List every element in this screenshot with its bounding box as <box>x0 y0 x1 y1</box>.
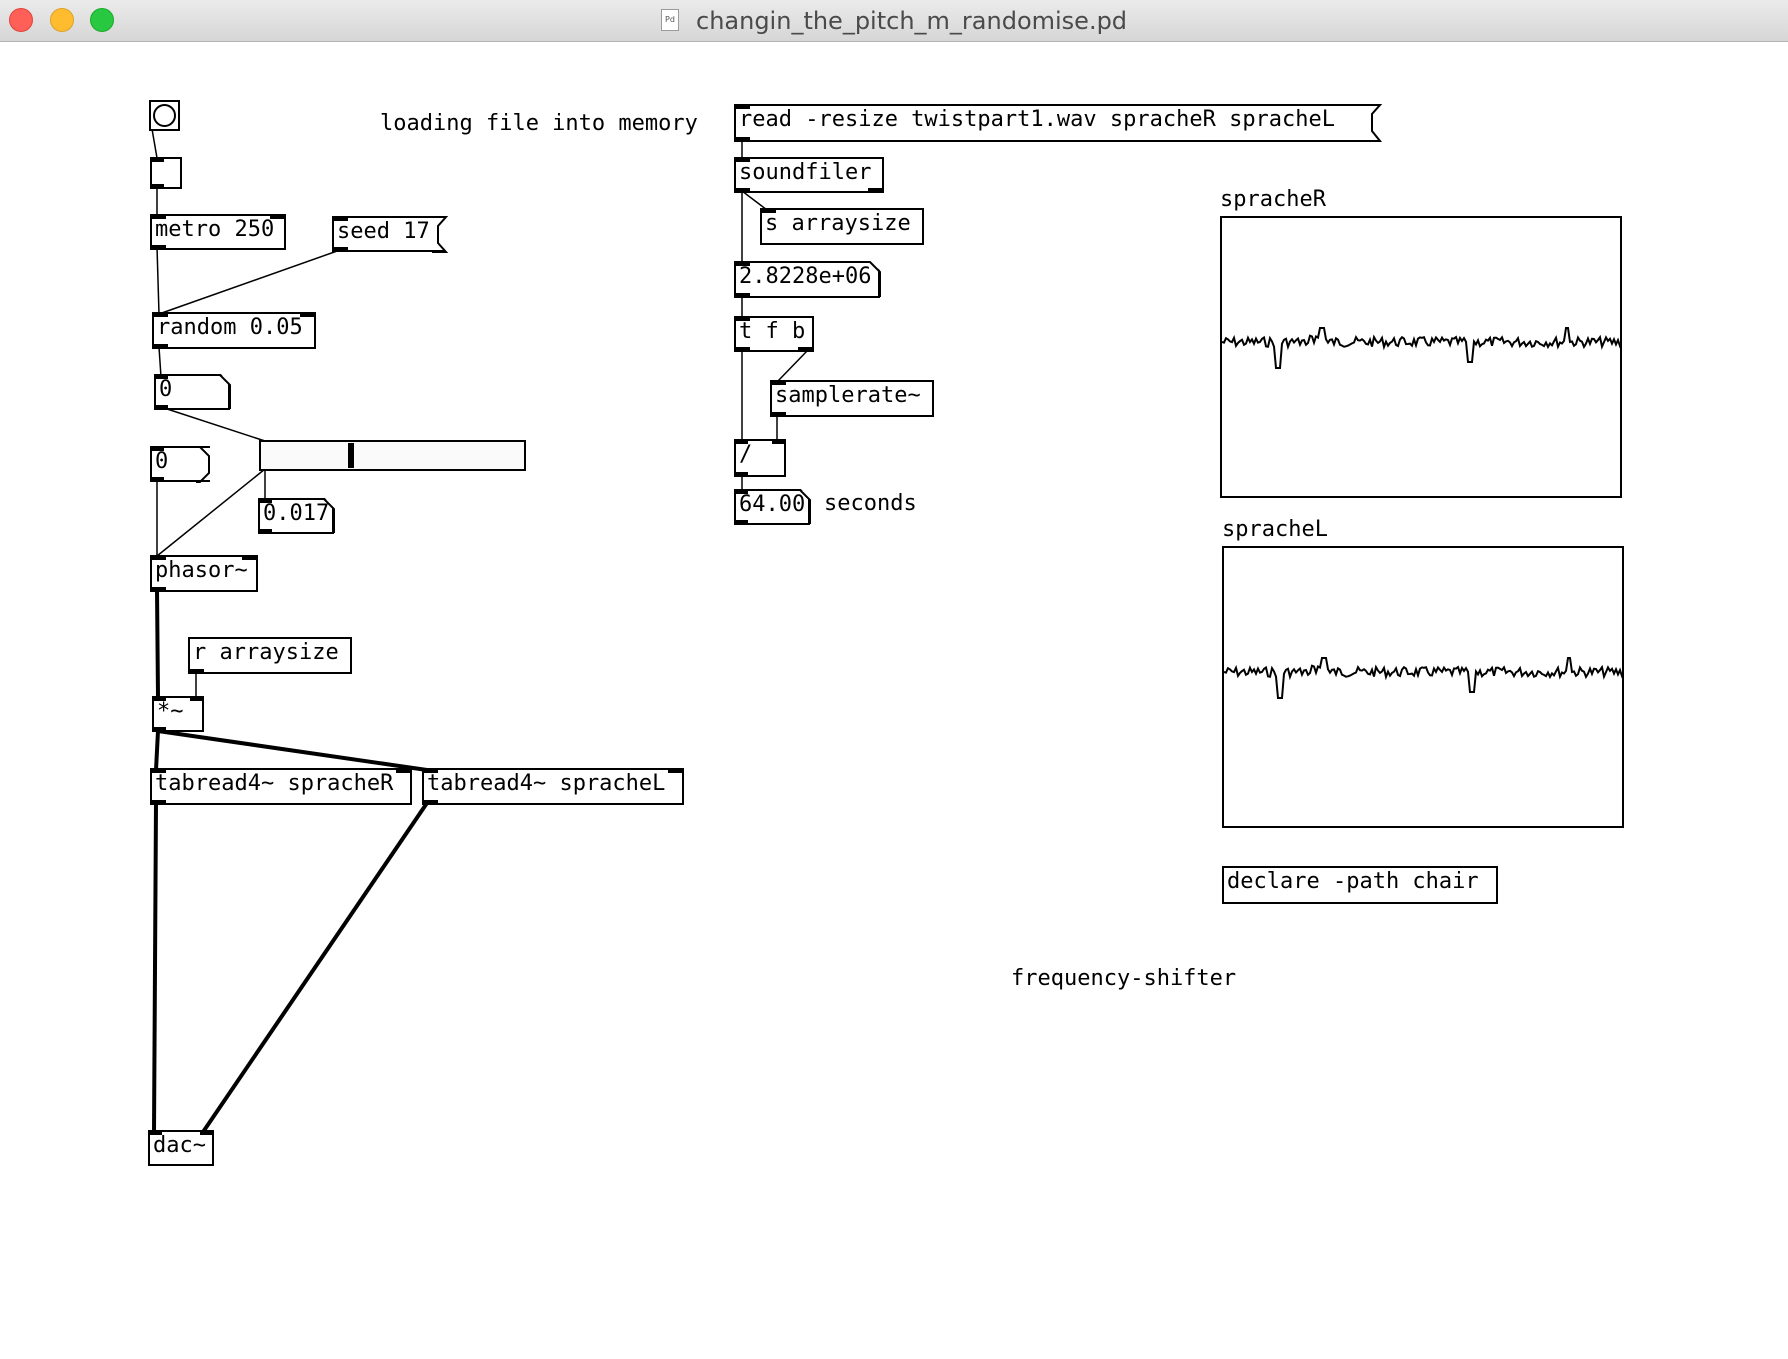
waveform-spracheR <box>1222 327 1620 369</box>
metro-object[interactable]: metro 250 <box>150 214 286 250</box>
phasor-object[interactable]: phasor~ <box>150 555 258 592</box>
r-arraysize-text: r arraysize <box>193 640 339 665</box>
phase-number-flag-icon <box>196 446 210 483</box>
seed-message[interactable]: seed 17 <box>332 216 446 252</box>
wire-slider-to-phasor <box>156 468 266 557</box>
arraysize-number-value: 2.8228e+06 <box>739 264 872 289</box>
arraysize-number-corner <box>868 261 881 297</box>
metro-object-text: metro 250 <box>155 217 275 242</box>
read-message-text: read -resize twistpart1.wav spracheR spr… <box>739 107 1336 132</box>
r-arraysize-object[interactable]: r arraysize <box>188 637 352 674</box>
array-spracheR[interactable] <box>1220 216 1622 498</box>
soundfiler-object[interactable]: soundfiler <box>734 157 884 193</box>
tabread4-spracheL-object[interactable]: tabread4~ spracheL <box>422 768 684 805</box>
slider-number-corner <box>322 498 335 533</box>
random-number-box[interactable]: 0 <box>154 374 230 410</box>
slider-number-box[interactable]: 0.017 <box>258 498 334 534</box>
wire-tabreadL-to-dac <box>201 801 429 1134</box>
seconds-number-corner <box>798 489 811 524</box>
seed-message-text: seed 17 <box>337 219 430 244</box>
read-message[interactable]: read -resize twistpart1.wav spracheR spr… <box>734 104 1370 142</box>
read-message-flag-icon <box>1368 104 1383 142</box>
arraysize-number-box[interactable]: 2.8228e+06 <box>734 261 880 298</box>
pd-file-icon: Pd <box>661 9 679 31</box>
toggle[interactable] <box>150 157 182 189</box>
wire-tabreadR-to-dac <box>152 802 158 1133</box>
trigger-object[interactable]: t f b <box>734 316 814 352</box>
dac-object[interactable]: dac~ <box>148 1130 214 1166</box>
wire-mult-to-tabreadR <box>154 730 160 771</box>
waveform-spracheL <box>1224 657 1622 699</box>
random-number-corner <box>218 374 231 409</box>
wire-phasor-to-mult <box>155 589 160 698</box>
random-number-value: 0 <box>159 377 173 402</box>
dac-object-text: dac~ <box>153 1133 206 1158</box>
horizontal-slider[interactable] <box>259 440 526 471</box>
seed-message-flag-icon <box>432 216 448 253</box>
bang-button[interactable] <box>149 100 180 131</box>
wire-number-to-slider <box>160 406 266 442</box>
tabread4-spracheL-text: tabread4~ spracheL <box>427 771 666 796</box>
declare-object-text: declare -path chair <box>1227 869 1479 894</box>
wire-bang-to-toggle <box>151 128 158 159</box>
multiply-signal-text: *~ <box>157 699 184 724</box>
array-spracheL-waveform <box>1224 657 1622 699</box>
slider-number-value: 0.017 <box>263 501 330 526</box>
window-title: changin_the_pitch_m_randomise.pd <box>696 7 1128 35</box>
slider-knob[interactable] <box>348 443 354 468</box>
phasor-object-text: phasor~ <box>155 558 248 583</box>
wire-seed-to-random <box>158 249 341 315</box>
seconds-number-value: 64.00 <box>739 492 806 517</box>
array-spracheR-label: spracheR <box>1220 187 1326 212</box>
array-spracheR-waveform <box>1222 327 1620 369</box>
random-object[interactable]: random 0.05 <box>152 312 316 349</box>
wire-random-to-number <box>158 346 162 378</box>
random-object-text: random 0.05 <box>157 315 303 340</box>
multiply-signal-object[interactable]: *~ <box>152 696 204 732</box>
declare-object[interactable]: declare -path chair <box>1222 866 1498 904</box>
s-arraysize-text: s arraysize <box>765 211 911 236</box>
wire-soundfiler-to-sarraysize <box>741 190 768 211</box>
divide-object-text: / <box>739 442 753 467</box>
wire-tfb-to-samplerate <box>776 349 809 383</box>
trigger-object-text: t f b <box>739 319 806 344</box>
tabread4-spracheR-text: tabread4~ spracheR <box>155 771 394 796</box>
zoom-window-button[interactable] <box>90 8 114 32</box>
minimize-window-button[interactable] <box>50 8 74 32</box>
close-window-button[interactable] <box>9 8 33 32</box>
comment-seconds: seconds <box>824 491 917 516</box>
phase-number-box[interactable]: 0 <box>150 446 210 482</box>
comment-frequency-shifter: frequency-shifter <box>1011 966 1237 991</box>
bang-circle-icon <box>153 104 176 127</box>
wire-mult-to-tabreadL <box>157 729 428 772</box>
phase-number-value: 0 <box>155 449 169 474</box>
samplerate-object-text: samplerate~ <box>775 383 921 408</box>
samplerate-object[interactable]: samplerate~ <box>770 380 934 417</box>
array-spracheL[interactable] <box>1222 546 1624 828</box>
comment-loading: loading file into memory <box>380 111 698 136</box>
divide-object[interactable]: / <box>734 439 786 477</box>
array-spracheL-label: spracheL <box>1222 517 1328 542</box>
soundfiler-object-text: soundfiler <box>739 160 872 185</box>
tabread4-spracheR-object[interactable]: tabread4~ spracheR <box>150 768 412 805</box>
s-arraysize-object[interactable]: s arraysize <box>760 208 924 245</box>
window-titlebar: Pd changin_the_pitch_m_randomise.pd <box>0 0 1788 42</box>
wire-metro-to-random <box>156 246 160 315</box>
